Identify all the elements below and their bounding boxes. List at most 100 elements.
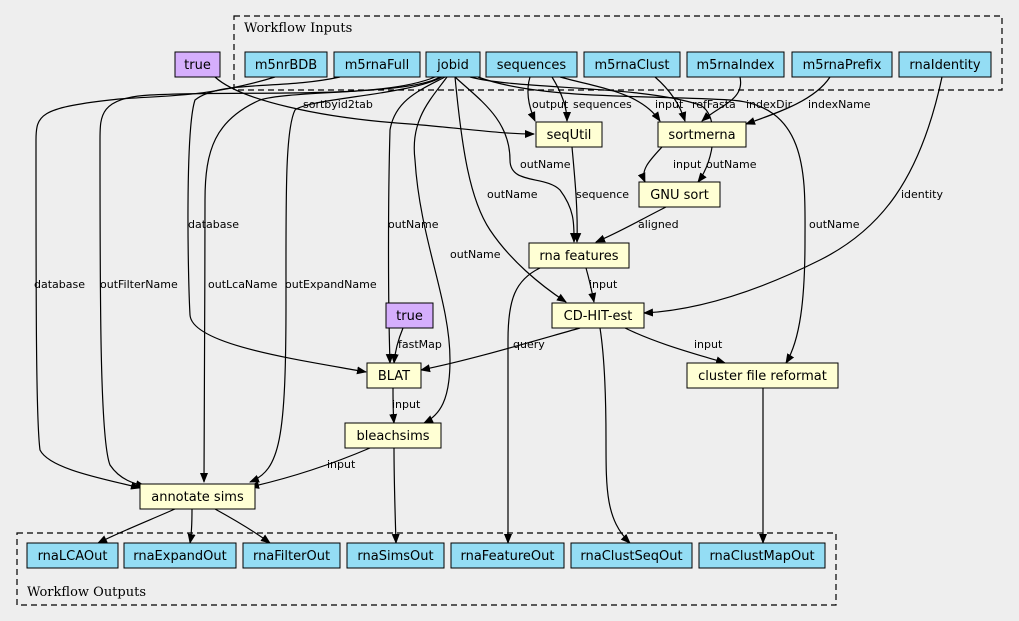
edge-m5nrbdb-annotate-database — [35, 76, 276, 490]
output-rnaFeatureOut[interactable]: rnaFeatureOut — [450, 542, 565, 569]
edge-jobid-annotate-outexpand — [249, 76, 443, 483]
edge-jobid-cdhit-outname — [454, 76, 567, 303]
input-jobid[interactable]: jobid — [425, 51, 481, 78]
input-sequences[interactable]: sequences — [485, 51, 578, 78]
edge-label: identity — [901, 188, 943, 201]
step-seqUtil[interactable]: seqUtil — [535, 121, 603, 148]
node-label: CD-HIT-est — [564, 309, 633, 324]
node-label: m5rnaIndex — [696, 58, 774, 73]
input-rnaIdentity[interactable]: rnaIdentity — [898, 51, 992, 78]
node-label: m5rnaFull — [345, 58, 410, 73]
output-rnaExpandOut[interactable]: rnaExpandOut — [123, 542, 237, 569]
edge-label: input — [327, 458, 356, 471]
edge-cdhit-clusterreformat — [624, 327, 726, 365]
edge-label: input — [392, 398, 421, 411]
edge-label: outName — [450, 248, 501, 261]
step-blat[interactable]: BLAT — [366, 362, 422, 389]
param-true-sortbyid2tab[interactable]: true — [174, 51, 221, 78]
edge-rnafeatures-featureout — [504, 267, 541, 544]
edge-labels: sortbyid2tab output sequences input refF… — [34, 98, 943, 471]
node-label: rnaFilterOut — [253, 549, 330, 564]
output-rnaFilterOut[interactable]: rnaFilterOut — [242, 542, 341, 569]
step-bleachsims[interactable]: bleachsims — [344, 422, 442, 449]
edge-label: indexDir — [746, 98, 793, 111]
node-label: sortmerna — [668, 128, 735, 143]
edge-label: sortbyid2tab — [303, 98, 373, 111]
edge-cdhit-clustseqout — [599, 327, 631, 544]
node-label: rnaIdentity — [909, 58, 980, 73]
node-label: seqUtil — [547, 128, 592, 143]
node-label: BLAT — [378, 369, 410, 384]
edge-label: outExpandName — [285, 278, 377, 291]
edge-label: aligned — [638, 218, 679, 231]
node-label: rnaClustMapOut — [709, 549, 814, 564]
step-rna-features[interactable]: rna features — [528, 242, 630, 269]
edge-label: outLcaName — [208, 278, 278, 291]
edge-label: outName — [388, 218, 439, 231]
edge-jobid-rnafeatures-outname — [454, 76, 579, 243]
output-rnaSimsOut[interactable]: rnaSimsOut — [346, 542, 445, 569]
edge-label: sequences — [573, 98, 632, 111]
edge-jobid-annotate-outlca — [200, 76, 441, 483]
node-label: true — [396, 309, 423, 324]
step-annotate-sims[interactable]: annotate sims — [139, 483, 256, 510]
edge-label: outName — [520, 158, 571, 171]
edge-label: input — [673, 158, 702, 171]
node-label: annotate sims — [151, 490, 244, 505]
workflow-outputs-cluster: Workflow Outputs — [16, 532, 837, 606]
edge-label: input — [655, 98, 684, 111]
input-m5rnaClust[interactable]: m5rnaClust — [583, 51, 681, 78]
workflow-inputs-cluster: Workflow Inputs — [233, 15, 1003, 91]
param-true-fastmap[interactable]: true — [385, 302, 434, 329]
edge-bleachsims-simsout — [391, 447, 400, 544]
node-label: GNU sort — [650, 188, 709, 203]
edge-label: query — [513, 338, 545, 351]
node-label: rnaFeatureOut — [460, 549, 554, 564]
output-rnaLCAOut[interactable]: rnaLCAOut — [26, 542, 119, 569]
node-label: true — [184, 58, 211, 73]
edge-label: input — [694, 338, 723, 351]
node-label: cluster file reformat — [698, 369, 827, 384]
edge-label: outName — [809, 218, 860, 231]
edge-label: refFasta — [692, 98, 736, 111]
node-label: jobid — [436, 58, 469, 73]
step-gnu-sort[interactable]: GNU sort — [638, 181, 721, 208]
edge-label: outName — [487, 188, 538, 201]
node-label: m5rnaPrefix — [803, 58, 882, 73]
node-label: m5rnaClust — [594, 58, 669, 73]
edge-gnusort-rnafeatures — [595, 206, 667, 243]
edge-rnaidentity-cdhit — [643, 76, 943, 317]
input-m5nrBDB[interactable]: m5nrBDB — [244, 51, 328, 78]
edge-annotate-expandout — [187, 508, 196, 544]
step-cd-hit-est[interactable]: CD-HIT-est — [551, 302, 645, 329]
node-label: rnaClustSeqOut — [580, 549, 682, 564]
input-m5rnaFull[interactable]: m5rnaFull — [333, 51, 421, 78]
step-sortmerna[interactable]: sortmerna — [657, 121, 747, 148]
edge-jobid-clusterreformat-outname — [477, 76, 806, 364]
edge-rnafeatures-cdhit — [585, 267, 597, 303]
edge-cdhit-blat — [420, 327, 581, 373]
input-m5rnaPrefix[interactable]: m5rnaPrefix — [791, 51, 893, 78]
edge-label: sequence — [576, 188, 629, 201]
edge-label: input — [589, 278, 618, 291]
edge-m5rnaIndex-sortmerna — [701, 76, 742, 122]
output-rnaClustSeqOut[interactable]: rnaClustSeqOut — [570, 542, 693, 569]
step-cluster-file-reformat[interactable]: cluster file reformat — [686, 362, 839, 389]
output-rnaClustMapOut[interactable]: rnaClustMapOut — [698, 542, 826, 569]
node-label: rna features — [539, 249, 618, 264]
edge-true2-blat — [390, 327, 404, 364]
edge-blat-bleachsims — [389, 387, 398, 424]
input-m5rnaIndex[interactable]: m5rnaIndex — [686, 51, 785, 78]
edge-annotate-filterout — [214, 508, 271, 544]
edge-sequences-sortmerna-input — [559, 76, 661, 122]
edge-sortmerna-gnusort-input — [637, 146, 663, 183]
workflow-outputs-label: Workflow Outputs — [27, 585, 146, 600]
edge-label: outFilterName — [100, 278, 178, 291]
edge-sequences-seqUtil-sequences — [551, 76, 571, 122]
edge-label: indexName — [808, 98, 871, 111]
edge-sequences-seqUtil-output — [527, 76, 536, 122]
edge-label: output — [532, 98, 569, 111]
node-label: rnaLCAOut — [38, 549, 108, 564]
node-label: sequences — [497, 58, 567, 73]
edge-m5rnafull-blat-database — [187, 76, 367, 375]
